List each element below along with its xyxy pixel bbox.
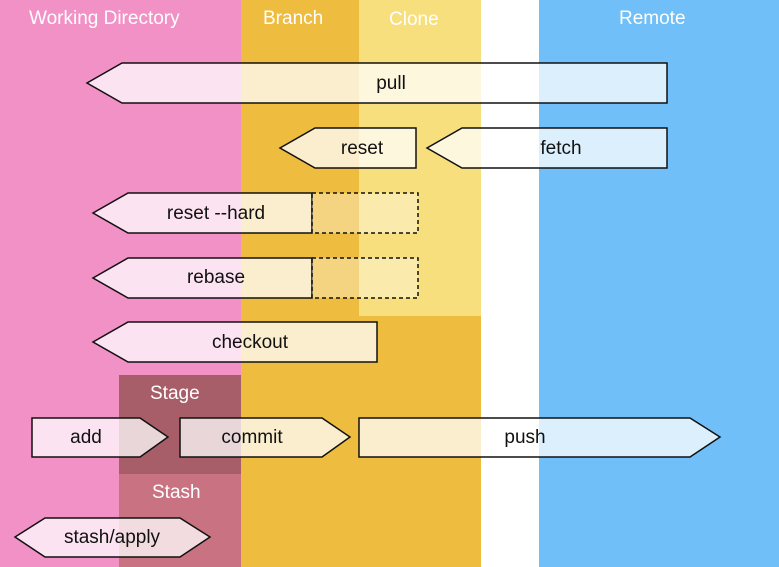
reset-hard-dashed-box	[311, 192, 419, 234]
stash-apply-arrow	[13, 517, 212, 558]
push-label: push	[504, 427, 546, 448]
branch-label: Branch	[263, 8, 324, 29]
reset-hard-label: reset --hard	[166, 203, 266, 224]
rebase-arrow	[91, 257, 313, 299]
commit-arrow	[179, 417, 352, 458]
add-label: add	[70, 427, 102, 448]
checkout-arrow	[91, 321, 378, 363]
remote-label: Remote	[619, 8, 686, 29]
checkout-label: checkout	[211, 332, 289, 353]
stash-apply-label: stash/apply	[63, 527, 161, 548]
pull-arrow	[85, 62, 668, 104]
rebase-label: rebase	[186, 267, 246, 288]
pull-label: pull	[376, 73, 406, 94]
reset-label: reset	[340, 138, 384, 159]
fetch-arrow	[425, 127, 668, 169]
reset-arrow	[278, 127, 417, 169]
rebase-dashed-box	[311, 257, 419, 299]
working-directory-label: Working Directory	[29, 8, 180, 29]
reset-hard-arrow	[91, 192, 313, 234]
push-arrow	[358, 417, 722, 458]
clone-label: Clone	[389, 9, 439, 30]
add-arrow	[31, 417, 170, 458]
stage-label: Stage	[150, 383, 200, 404]
commit-label: commit	[221, 427, 283, 448]
stash-label: Stash	[152, 482, 201, 503]
fetch-label: fetch	[540, 138, 582, 159]
